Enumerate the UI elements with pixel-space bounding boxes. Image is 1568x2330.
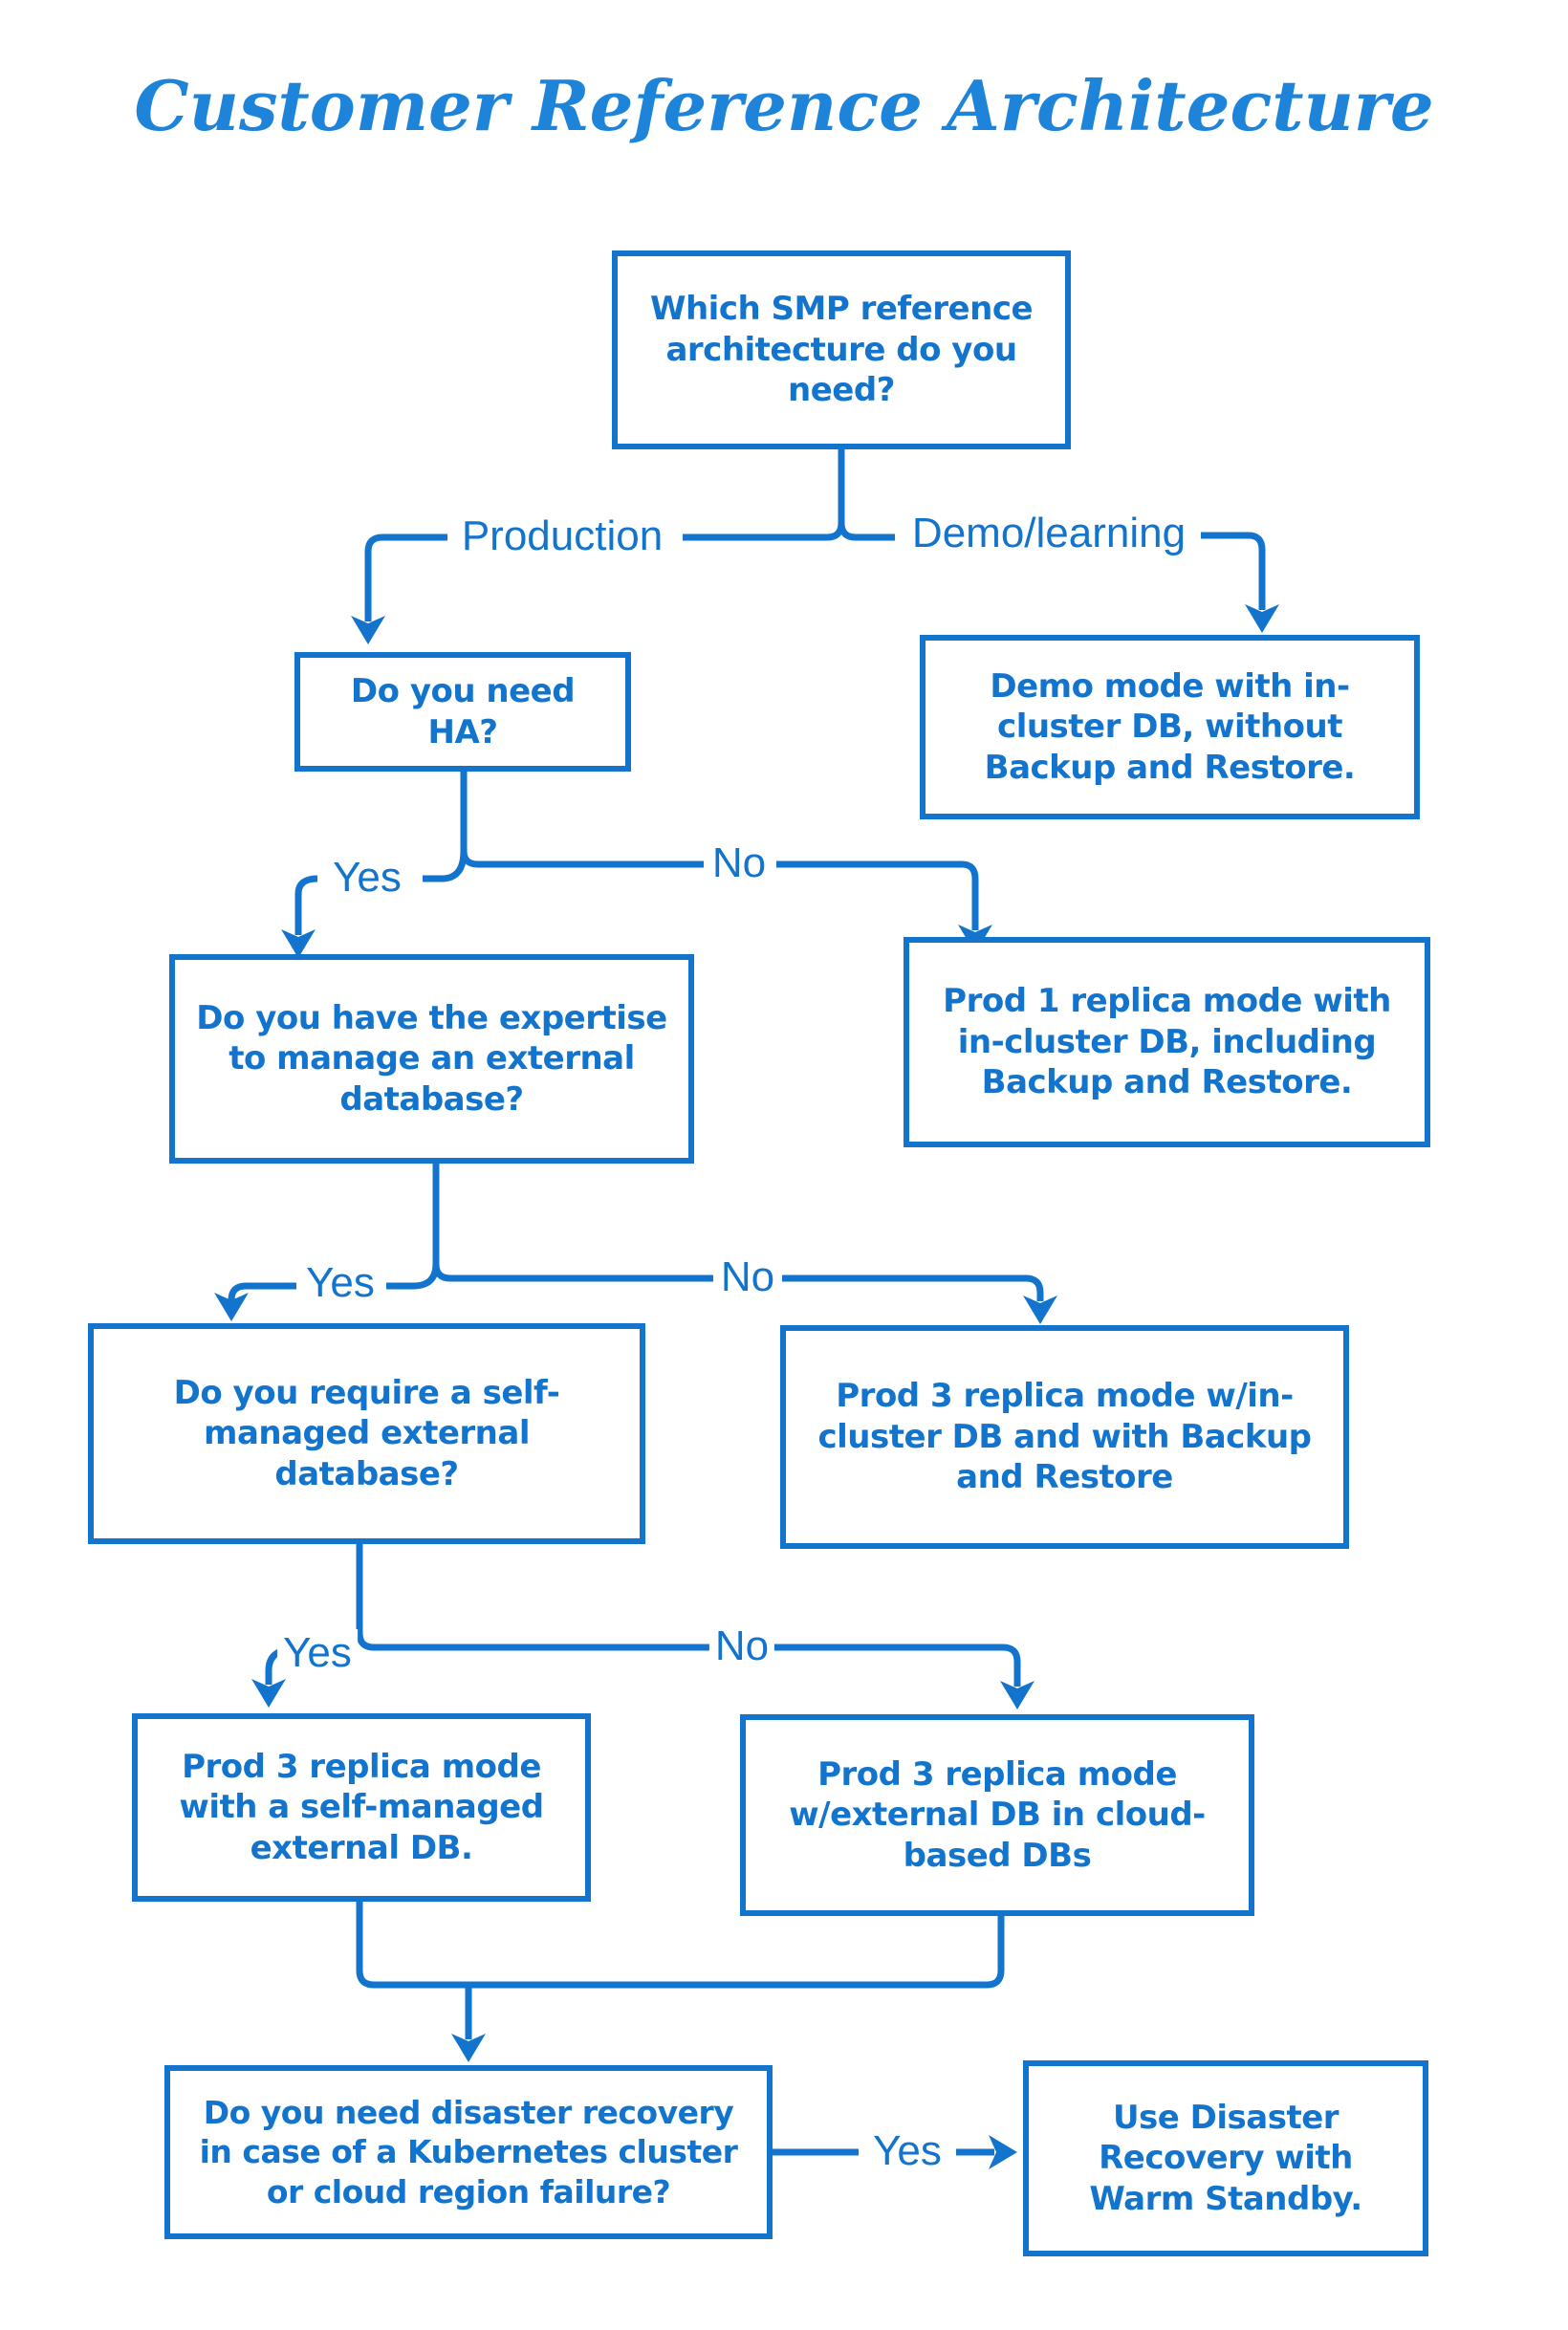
connector-expertise-no — [432, 1263, 1057, 1324]
node-demo-mode-text: Demo mode with in-cluster DB, without Ba… — [984, 666, 1356, 787]
node-dr-question-text: Do you need disaster recovery in case of… — [199, 2094, 738, 2210]
edge-label-demo-learning: Demo/learning — [905, 510, 1192, 557]
node-prod3-incluster: Prod 3 replica mode w/in-cluster DB and … — [780, 1325, 1349, 1549]
node-dr-question: Do you need disaster recovery in case of… — [164, 2065, 773, 2239]
node-demo-mode: Demo mode with in-cluster DB, without Ba… — [920, 635, 1420, 819]
edge-label-yes-2: Yes — [300, 1259, 381, 1307]
connector-root-demo-learning — [838, 522, 1279, 633]
node-need-ha-text: Do you need HA? — [350, 672, 576, 751]
node-need-ha: Do you need HA? — [294, 652, 631, 772]
node-root-question-text: Which SMP reference architecture do you … — [649, 290, 1034, 410]
edge-label-yes-1: Yes — [327, 854, 407, 902]
node-prod3-cloud-text: Prod 3 replica mode w/external DB in clo… — [789, 1754, 1206, 1875]
edge-label-no-3: No — [708, 1622, 775, 1670]
node-expertise-question: Do you have the expertise to manage an e… — [169, 954, 694, 1164]
node-self-managed-question-text: Do you require a self-managed external d… — [173, 1373, 560, 1493]
node-expertise-question-text: Do you have the expertise to manage an e… — [196, 998, 667, 1119]
edge-label-yes-3: Yes — [277, 1629, 358, 1677]
page-title: Customer Reference Architecture — [134, 65, 1434, 146]
node-prod3-self-managed-text: Prod 3 replica mode with a self-managed … — [179, 1747, 544, 1867]
node-prod3-cloud: Prod 3 replica mode w/external DB in clo… — [740, 1714, 1254, 1916]
connector-self-managed-no — [356, 1544, 1034, 1709]
edge-label-yes-4: Yes — [867, 2127, 947, 2175]
edge-label-no-2: No — [714, 1253, 781, 1301]
node-prod1-replica-text: Prod 1 replica mode with in-cluster DB, … — [943, 982, 1391, 1102]
node-dr-answer-text: Use Disaster Recovery with Warm Standby. — [1089, 2098, 1362, 2218]
node-prod3-self-managed: Prod 3 replica mode with a self-managed … — [132, 1713, 591, 1902]
node-self-managed-question: Do you require a self-managed external d… — [88, 1323, 645, 1544]
node-prod3-incluster-text: Prod 3 replica mode w/in-cluster DB and … — [817, 1377, 1313, 1497]
node-prod1-replica: Prod 1 replica mode with in-cluster DB, … — [904, 937, 1430, 1147]
edge-label-production: Production — [455, 512, 669, 560]
connector-dr-yes — [773, 2135, 1017, 2169]
node-root-question: Which SMP reference architecture do you … — [612, 250, 1071, 449]
node-dr-answer: Use Disaster Recovery with Warm Standby. — [1023, 2060, 1428, 2256]
connector-merge-dr — [356, 1902, 1005, 2062]
connector-ha-yes — [281, 772, 468, 958]
connector-expertise-yes — [214, 1164, 440, 1321]
edge-label-no-1: No — [706, 839, 773, 887]
